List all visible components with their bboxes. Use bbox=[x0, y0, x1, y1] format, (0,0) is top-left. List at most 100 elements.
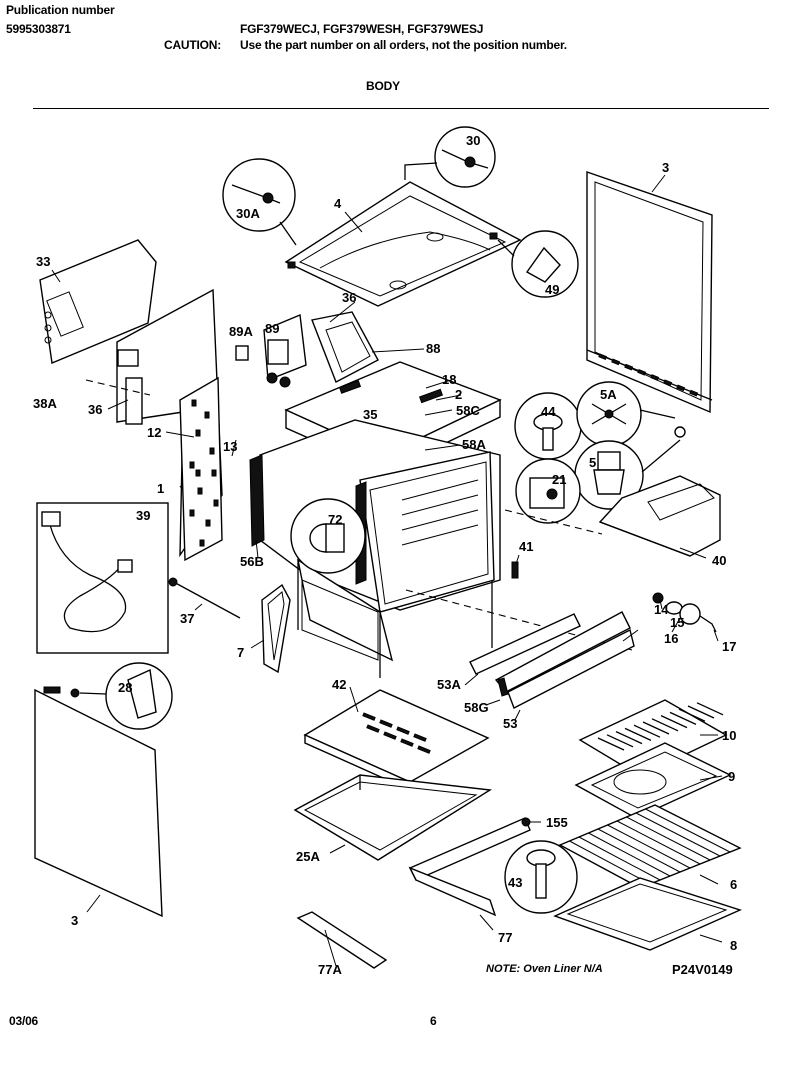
publication-number: 5995303871 bbox=[6, 22, 71, 36]
caution-text: Use the part number on all orders, not t… bbox=[240, 38, 567, 52]
label-58A: 58A bbox=[462, 437, 486, 452]
label-77: 77 bbox=[498, 930, 512, 945]
panel-hole bbox=[195, 469, 201, 477]
label-10: 10 bbox=[722, 728, 736, 743]
label-35: 35 bbox=[363, 407, 377, 422]
label-5A: 5A bbox=[600, 387, 617, 402]
publication-label: Publication number bbox=[6, 3, 115, 17]
callout-5 bbox=[574, 439, 681, 510]
label-3-side: 3 bbox=[71, 913, 78, 928]
top-panel bbox=[284, 181, 522, 307]
oven-rack bbox=[558, 804, 742, 889]
label-30A: 30A bbox=[236, 206, 260, 221]
label-88: 88 bbox=[426, 341, 440, 356]
rear-vent-slot bbox=[676, 384, 686, 392]
footer-date: 03/06 bbox=[9, 1014, 39, 1028]
side-bracket-33 bbox=[39, 239, 157, 364]
callout-5A bbox=[576, 381, 686, 447]
rear-vent-slot bbox=[624, 363, 634, 371]
panel-hole bbox=[209, 447, 215, 455]
label-4: 4 bbox=[334, 196, 342, 211]
oven-liner-note: NOTE: Oven Liner N/A bbox=[486, 963, 603, 975]
rack-bar bbox=[597, 828, 681, 873]
oven-bottom bbox=[303, 689, 490, 792]
panel-hole bbox=[199, 539, 205, 547]
label-40: 40 bbox=[712, 553, 726, 568]
igniter-37 bbox=[168, 577, 241, 619]
insert-slot bbox=[651, 718, 679, 732]
label-72: 72 bbox=[328, 512, 342, 527]
bottom-vent-slot bbox=[366, 724, 380, 733]
label-53A: 53A bbox=[437, 677, 461, 692]
rear-vent-slot bbox=[637, 368, 647, 376]
drawer-slide bbox=[408, 817, 531, 917]
leader-lines bbox=[51, 174, 723, 967]
insert-slot bbox=[687, 705, 715, 719]
rack-bar bbox=[635, 812, 721, 857]
rack-bar bbox=[588, 832, 671, 877]
panel-hole bbox=[195, 429, 201, 437]
label-77A: 77A bbox=[318, 962, 342, 977]
label-53: 53 bbox=[503, 716, 517, 731]
label-18: 18 bbox=[442, 372, 456, 387]
label-58C: 58C bbox=[456, 403, 480, 418]
insert-slot bbox=[597, 737, 625, 751]
bottom-vent-slot bbox=[379, 719, 393, 728]
insert-slot bbox=[606, 734, 634, 748]
side-rails bbox=[469, 611, 635, 709]
rack-frame bbox=[553, 877, 742, 951]
diagram-code: P24V0149 bbox=[672, 962, 733, 977]
rear-vent-slot bbox=[689, 389, 699, 397]
rack-bar bbox=[645, 808, 731, 853]
label-25A: 25A bbox=[296, 849, 320, 864]
panel-hole bbox=[205, 519, 211, 527]
bottom-vent-slot bbox=[417, 745, 431, 754]
callout-49 bbox=[497, 230, 579, 298]
rail-77A bbox=[296, 911, 388, 969]
callout-43 bbox=[504, 840, 578, 914]
rack-bar bbox=[607, 824, 691, 869]
label-16: 16 bbox=[664, 631, 678, 646]
label-56B: 56B bbox=[240, 554, 264, 569]
label-42: 42 bbox=[332, 677, 346, 692]
label-33: 33 bbox=[36, 254, 50, 269]
callout-44 bbox=[514, 392, 582, 460]
panel-hole bbox=[191, 399, 197, 407]
header-rule bbox=[33, 108, 769, 109]
label-28: 28 bbox=[118, 680, 132, 695]
label-39: 39 bbox=[136, 508, 150, 523]
label-21: 21 bbox=[552, 472, 566, 487]
rack-bar bbox=[569, 840, 651, 885]
rack-bar bbox=[616, 820, 701, 865]
label-89: 89 bbox=[265, 321, 279, 336]
rear-panel bbox=[586, 171, 713, 414]
label-36-top: 36 bbox=[342, 290, 356, 305]
panel-hole bbox=[189, 509, 195, 517]
callout-30A bbox=[222, 158, 297, 246]
bottom-vent-slot bbox=[400, 738, 414, 747]
label-13: 13 bbox=[223, 439, 237, 454]
panel-hole bbox=[197, 487, 203, 495]
bottom-vent-slot bbox=[383, 731, 397, 740]
side-trim-7 bbox=[261, 583, 291, 674]
label-89A: 89A bbox=[229, 324, 253, 339]
bottom-vent-slot bbox=[362, 712, 376, 721]
label-8: 8 bbox=[730, 938, 737, 953]
label-38A: 38A bbox=[33, 396, 57, 411]
bottom-vent-slot bbox=[413, 733, 427, 742]
insert-slot bbox=[660, 715, 688, 729]
label-155: 155 bbox=[546, 815, 568, 830]
insert-slot bbox=[615, 731, 643, 745]
label-3-rear: 3 bbox=[662, 160, 669, 175]
label-12: 12 bbox=[147, 425, 161, 440]
rack-bar bbox=[578, 836, 661, 881]
label-2: 2 bbox=[455, 387, 462, 402]
label-17: 17 bbox=[722, 639, 736, 654]
label-30: 30 bbox=[466, 133, 480, 148]
label-36-side: 36 bbox=[88, 402, 102, 417]
panel-hole bbox=[213, 499, 219, 507]
rack-bar bbox=[626, 816, 711, 861]
knob-parts bbox=[511, 561, 717, 633]
side-panel bbox=[34, 686, 163, 918]
part-labels: 30 30A 4 49 3 33 36 89A 89 88 38A 36 18 … bbox=[33, 133, 737, 977]
